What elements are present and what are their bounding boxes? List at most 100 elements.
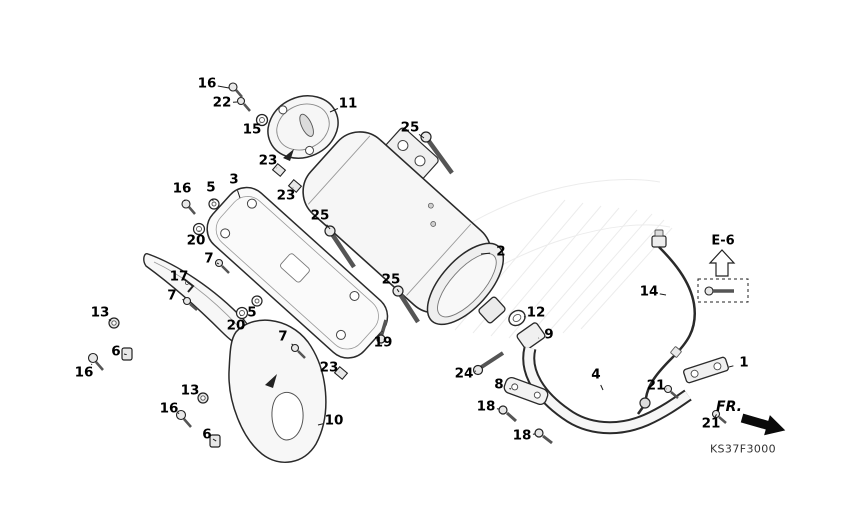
exhaust-pipe xyxy=(522,346,692,435)
grommet-15 xyxy=(255,113,269,127)
screw-16-bottom xyxy=(175,409,192,428)
callout-25: 25 xyxy=(310,207,330,224)
e6-bolt-icon xyxy=(704,286,734,296)
clip-23-c xyxy=(333,365,349,381)
leader-line-6 xyxy=(123,353,127,356)
screw-7-c xyxy=(290,343,306,359)
assembly-arrow xyxy=(265,374,277,388)
leader-line-16 xyxy=(177,412,180,414)
leader-line-12 xyxy=(523,316,526,318)
leader-line-7 xyxy=(216,262,220,265)
screw-7-b xyxy=(182,296,198,311)
callout-5: 5 xyxy=(247,304,257,321)
leader-line-1 xyxy=(728,365,734,368)
washer-20-b xyxy=(235,306,249,320)
exhaust-gasket xyxy=(508,309,526,327)
callout-10: 10 xyxy=(324,412,344,429)
nut-13-b xyxy=(197,392,209,404)
bolt-24 xyxy=(472,351,505,376)
nut-13-a xyxy=(108,317,120,329)
leader-line-6 xyxy=(212,438,217,442)
bolt-21-a xyxy=(663,384,679,399)
screw-18-b xyxy=(534,428,553,445)
callout-19: 19 xyxy=(373,334,393,351)
muffler-inlet-stub xyxy=(478,296,506,324)
callout-8: 8 xyxy=(494,376,504,393)
callout-21: 21 xyxy=(701,415,721,432)
callout-12: 12 xyxy=(526,304,546,321)
bolt-25-b xyxy=(324,225,356,269)
callout-16: 16 xyxy=(74,364,94,381)
callout-21: 21 xyxy=(646,377,666,394)
callout-1: 1 xyxy=(739,354,749,371)
leader-line-2 xyxy=(480,252,491,255)
callout-20: 20 xyxy=(226,317,246,334)
leader-line-7 xyxy=(182,299,185,301)
callout-13: 13 xyxy=(90,304,110,321)
callout-14: 14 xyxy=(639,283,659,300)
callout-6: 6 xyxy=(111,343,121,360)
screw-16-lower-left xyxy=(87,352,104,371)
e6-dashed-box xyxy=(697,278,749,303)
callout-15: 15 xyxy=(242,121,262,138)
screw-18-a xyxy=(498,405,517,423)
leader-line-3 xyxy=(237,190,241,199)
screw-16-top xyxy=(228,82,243,98)
e6-reference-label: E-6 xyxy=(711,233,735,249)
callout-25: 25 xyxy=(381,271,401,288)
screw-7-a xyxy=(214,258,230,274)
leader-lines xyxy=(90,85,734,442)
callout-7: 7 xyxy=(167,287,177,304)
leader-line-4 xyxy=(600,384,604,391)
bolt-21-b xyxy=(711,409,727,424)
collar-6-a xyxy=(121,347,133,361)
callout-25: 25 xyxy=(400,119,420,136)
o2-sensor-cable xyxy=(636,229,697,415)
pipe-joint xyxy=(516,322,546,350)
leader-line-21 xyxy=(714,414,717,418)
callout-17: 17 xyxy=(169,268,189,285)
callout-16: 16 xyxy=(172,180,192,197)
stud-19 xyxy=(376,319,388,344)
callout-22: 22 xyxy=(212,94,232,111)
callout-7: 7 xyxy=(278,328,288,345)
leader-line-17 xyxy=(186,281,189,284)
callout-4: 4 xyxy=(591,366,601,383)
muffler-protector xyxy=(206,186,389,359)
leader-line-16 xyxy=(90,363,93,366)
washer-20-a xyxy=(192,222,206,236)
callout-5: 5 xyxy=(206,179,216,196)
callout-24: 24 xyxy=(454,365,474,382)
callout-23: 23 xyxy=(319,359,339,376)
assembly-arrow xyxy=(283,149,294,161)
callout-23: 23 xyxy=(258,152,278,169)
leader-line-25 xyxy=(396,288,400,293)
fr-label: FR. xyxy=(716,399,742,415)
leader-line-13 xyxy=(108,319,112,322)
leader-line-25 xyxy=(326,224,331,230)
front-cover xyxy=(267,95,339,159)
leader-line-10 xyxy=(317,423,324,426)
muffler-body xyxy=(302,127,505,326)
mounting-stay xyxy=(683,356,729,384)
callout-18: 18 xyxy=(476,398,496,415)
clip-23-b xyxy=(287,178,303,194)
leader-line-7 xyxy=(291,343,294,346)
washer-5-b xyxy=(251,295,263,307)
callout-9: 9 xyxy=(544,326,554,343)
callout-13: 13 xyxy=(180,382,200,399)
callout-16: 16 xyxy=(159,400,179,417)
leader-line-16 xyxy=(217,85,230,89)
leader-line-11 xyxy=(329,108,339,113)
bolt-25-a xyxy=(420,131,454,175)
screw-16-left xyxy=(181,199,196,215)
callout-23: 23 xyxy=(276,187,296,204)
callout-20: 20 xyxy=(186,232,206,249)
screw-22 xyxy=(236,96,251,112)
leader-line-8 xyxy=(509,388,512,390)
callout-16: 16 xyxy=(197,75,217,92)
callout-3: 3 xyxy=(229,171,239,188)
washer-5-a xyxy=(208,198,220,210)
